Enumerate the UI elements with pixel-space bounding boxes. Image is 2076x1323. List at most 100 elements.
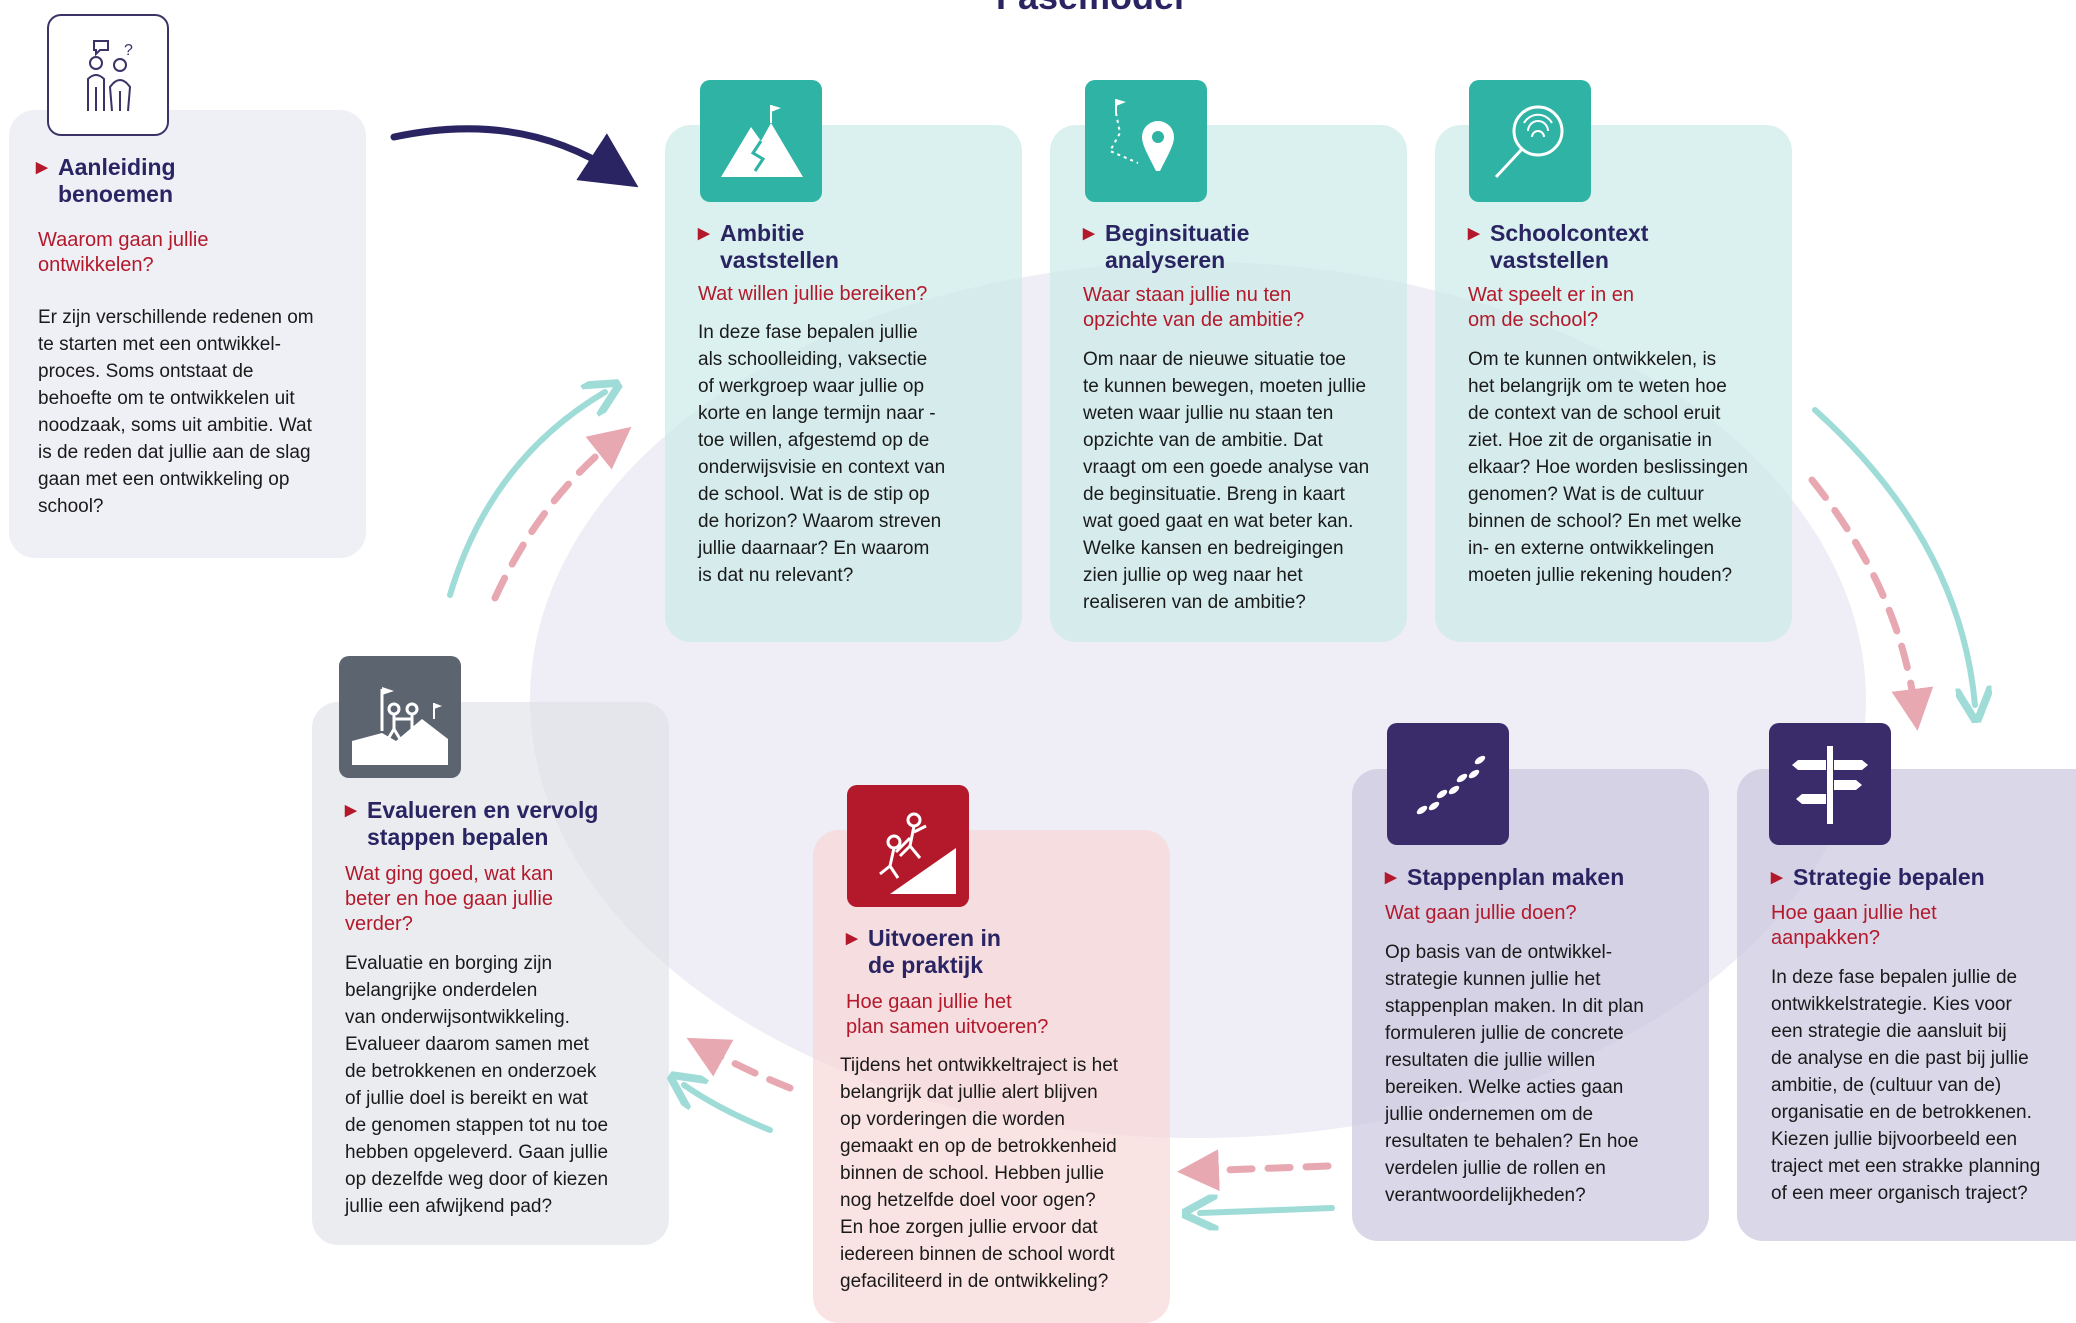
question-line: verder?: [345, 913, 413, 935]
aanleiding-body: Er zijn verschillende redenen om te star…: [38, 304, 314, 520]
card-beginsituatie: [1050, 125, 1407, 642]
body-line: moeten jullie rekening houden?: [1468, 565, 1733, 586]
card-ambitie: [665, 125, 1022, 642]
body-line: stappenplan maken. In dit plan: [1385, 996, 1644, 1017]
body-line: op dezelfde weg door of kiezen: [345, 1169, 609, 1190]
beginsituatie-title-line: Beginsituatie: [1105, 220, 1250, 246]
body-line: jullie ondernemen om de: [1385, 1104, 1594, 1125]
question-line: plan samen uitvoeren?: [846, 1016, 1049, 1038]
ambitie-question: Wat willen jullie bereiken?: [698, 282, 927, 307]
aanleiding-title-line: benoemen: [58, 181, 174, 207]
body-line: vraagt om een goede analyse van: [1083, 457, 1370, 478]
aanleiding-question: Waarom gaan jullie ontwikkelen?: [38, 228, 208, 278]
body-line: de genomen stappen tot nu toe: [345, 1115, 609, 1136]
map-pin-route-icon: [1085, 80, 1207, 202]
body-line: wat goed gaat en wat beter kan.: [1083, 511, 1354, 532]
bullet-triangle-icon: ▶: [1468, 225, 1480, 242]
page-title: Fasemodel: [960, 0, 1220, 18]
body-line: de betrokkenen en onderzoek: [345, 1061, 597, 1082]
signpost-icon: [1769, 723, 1891, 845]
body-line: is dat nu relevant?: [698, 565, 854, 586]
body-line: In deze fase bepalen jullie: [698, 322, 918, 343]
pink-dashed-arrow-bottom: [1177, 1149, 1332, 1192]
body-line: iedereen binnen de school wordt: [840, 1244, 1115, 1265]
body-line: toe willen, afgestemd op de: [698, 430, 930, 451]
evalueren-body: Evaluatie en borging zijn belangrijke on…: [345, 950, 608, 1220]
body-line: de beginsituatie. Breng in kaart: [1083, 484, 1345, 505]
climbers-summit-icon: [339, 656, 461, 778]
question-line: om de school?: [1468, 309, 1599, 331]
bullet-triangle-icon: ▶: [698, 225, 710, 242]
body-line: opzichte van de ambitie. Dat: [1083, 430, 1323, 451]
body-line: noodzaak, soms uit ambitie. Wat: [38, 415, 312, 436]
question-line: opzichte van de ambitie?: [1083, 309, 1305, 331]
body-line: ambitie, de (cultuur van de): [1771, 1075, 2002, 1096]
schoolcontext-title-line: Schoolcontext: [1490, 220, 1649, 246]
evalueren-title: ▶ Evalueren en vervolg stappen bepalen: [345, 797, 599, 851]
question-line: beter en hoe gaan jullie: [345, 888, 553, 910]
body-line: resultaten die jullie willen: [1385, 1050, 1596, 1071]
ambitie-title: ▶ Ambitie vaststellen: [698, 220, 839, 274]
body-line: bereiken. Welke acties gaan: [1385, 1077, 1624, 1098]
body-line: nog hetzelfde doel voor ogen?: [840, 1190, 1096, 1211]
schoolcontext-question: Wat speelt er in en om de school?: [1468, 283, 1634, 333]
people-question-icon: ?: [47, 14, 169, 136]
body-line: Tijdens het ontwikkeltraject is het: [840, 1055, 1119, 1076]
strategie-title: ▶ Strategie bepalen: [1771, 864, 1985, 891]
body-line: resultaten te behalen? En hoe: [1385, 1131, 1639, 1152]
body-line: Evalueer daarom samen met: [345, 1034, 589, 1055]
evalueren-title-line: Evalueren en vervolg: [367, 797, 599, 823]
teal-arrow-left: [684, 1085, 773, 1133]
card-schoolcontext: [1435, 125, 1792, 642]
pink-dashed-arrow-left: [686, 1037, 794, 1092]
strategie-question: Hoe gaan jullie het aanpakken?: [1771, 901, 1937, 951]
body-line: onderwijsvisie en context van: [698, 457, 946, 478]
question-line: Waar staan jullie nu ten: [1083, 284, 1292, 306]
body-line: Evaluatie en borging zijn: [345, 953, 553, 974]
bullet-triangle-icon: ▶: [345, 802, 357, 819]
card-uitvoeren: [813, 830, 1170, 1323]
body-line: Om te kunnen ontwikkelen, is: [1468, 349, 1717, 370]
climbers-helping-icon: [847, 785, 969, 907]
body-line: de context van de school eruit: [1468, 403, 1721, 424]
question-line: Wat ging goed, wat kan: [345, 863, 554, 885]
mountain-flag-icon: [700, 80, 822, 202]
beginsituatie-title: ▶ Beginsituatie analyseren: [1083, 220, 1250, 274]
uitvoeren-title-line: de praktijk: [868, 952, 984, 978]
uitvoeren-question: Hoe gaan jullie het plan samen uitvoeren…: [846, 990, 1048, 1040]
body-line: Kiezen jullie bijvoorbeeld een: [1771, 1129, 2018, 1150]
pink-dashed-arrow-right: [1808, 476, 1934, 731]
stappenplan-title-line: Stappenplan maken: [1407, 864, 1625, 890]
question-line: ontwikkelen?: [38, 254, 154, 276]
strategie-body: In deze fase bepalen jullie de ontwikkel…: [1771, 964, 2040, 1207]
pink-dashed-arrow-upleft: [491, 426, 632, 602]
body-line: elkaar? Hoe worden beslissingen: [1468, 457, 1748, 478]
body-line: Welke kansen en bedreigingen: [1083, 538, 1344, 559]
body-line: gefaciliteerd in de ontwikkeling?: [840, 1271, 1109, 1292]
aanleiding-title-line: Aanleiding: [58, 154, 176, 180]
body-line: te kunnen bewegen, moeten jullie: [1083, 376, 1367, 397]
body-line: of jullie doel is bereikt en wat: [345, 1088, 588, 1109]
bullet-triangle-icon: ▶: [36, 159, 48, 176]
body-line: de school. Wat is de stip op: [698, 484, 930, 505]
body-line: realiseren van de ambitie?: [1083, 592, 1306, 613]
body-line: gemaakt en op de betrokkenheid: [840, 1136, 1117, 1157]
bullet-triangle-icon: ▶: [1771, 869, 1783, 886]
body-line: gaan met een ontwikkeling op: [38, 469, 290, 490]
body-line: Om naar de nieuwe situatie toe: [1083, 349, 1346, 370]
question-line: Wat speelt er in en: [1468, 284, 1635, 306]
strategie-title-line: Strategie bepalen: [1793, 864, 1985, 890]
bullet-triangle-icon: ▶: [1083, 225, 1095, 242]
question-line: Hoe gaan jullie het: [1771, 902, 1937, 924]
svg-text:?: ?: [124, 42, 133, 59]
bullet-triangle-icon: ▶: [1385, 869, 1397, 886]
body-line: traject met een strakke planning: [1771, 1156, 2041, 1177]
footsteps-icon: [1387, 723, 1509, 845]
card-aanleiding: [9, 110, 366, 558]
stappenplan-title: ▶ Stappenplan maken: [1385, 864, 1625, 891]
body-line: binnen de school? En met welke: [1468, 511, 1742, 532]
body-line: de horizon? Waarom streven: [698, 511, 942, 532]
body-line: In deze fase bepalen jullie de: [1771, 967, 2018, 988]
body-line: weten waar jullie nu staan ten: [1083, 403, 1334, 424]
